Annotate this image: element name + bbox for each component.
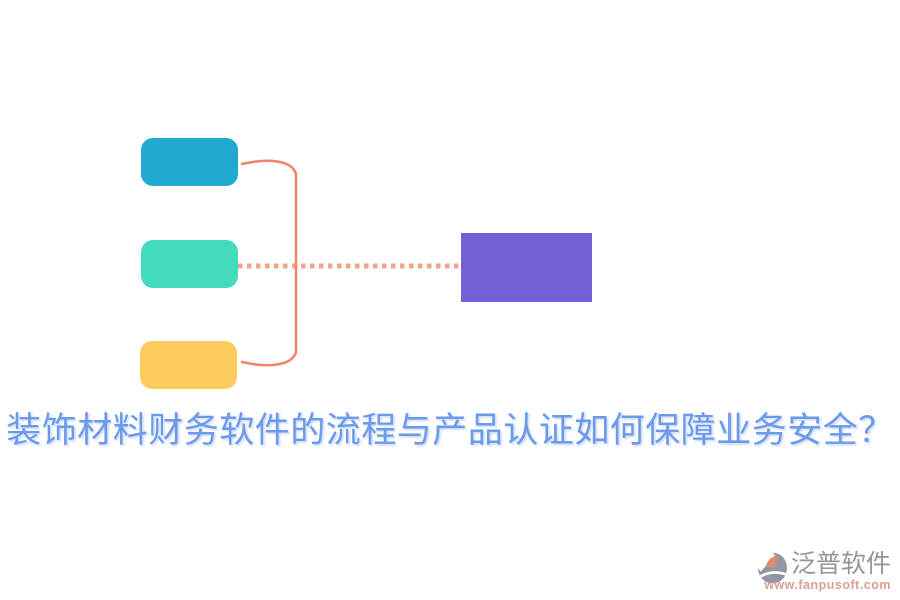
node-middle xyxy=(141,240,238,288)
fanpu-logo-icon xyxy=(755,550,787,584)
brand-name: 泛普软件 xyxy=(790,551,891,579)
node-top xyxy=(141,138,238,186)
bracket-connector xyxy=(240,159,298,367)
brand-url: www.fanpusoft.com xyxy=(764,578,891,592)
brand-row: 泛普软件 xyxy=(755,550,891,584)
node-result xyxy=(461,233,592,302)
page-title: 装饰材料财务软件的流程与产品认证如何保障业务安全？ xyxy=(6,411,894,450)
brand-footer: 泛普软件 www.fanpusoft.com xyxy=(755,550,891,592)
node-bottom xyxy=(140,341,237,389)
